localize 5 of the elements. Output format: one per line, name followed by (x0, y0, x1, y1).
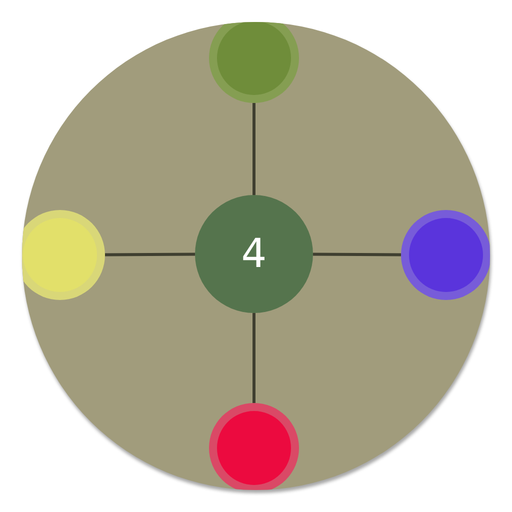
connector-line (252, 313, 256, 403)
connector-line (312, 252, 401, 256)
node-number: 4 (241, 231, 267, 277)
connector-line (252, 103, 256, 195)
connector-line (104, 252, 195, 256)
